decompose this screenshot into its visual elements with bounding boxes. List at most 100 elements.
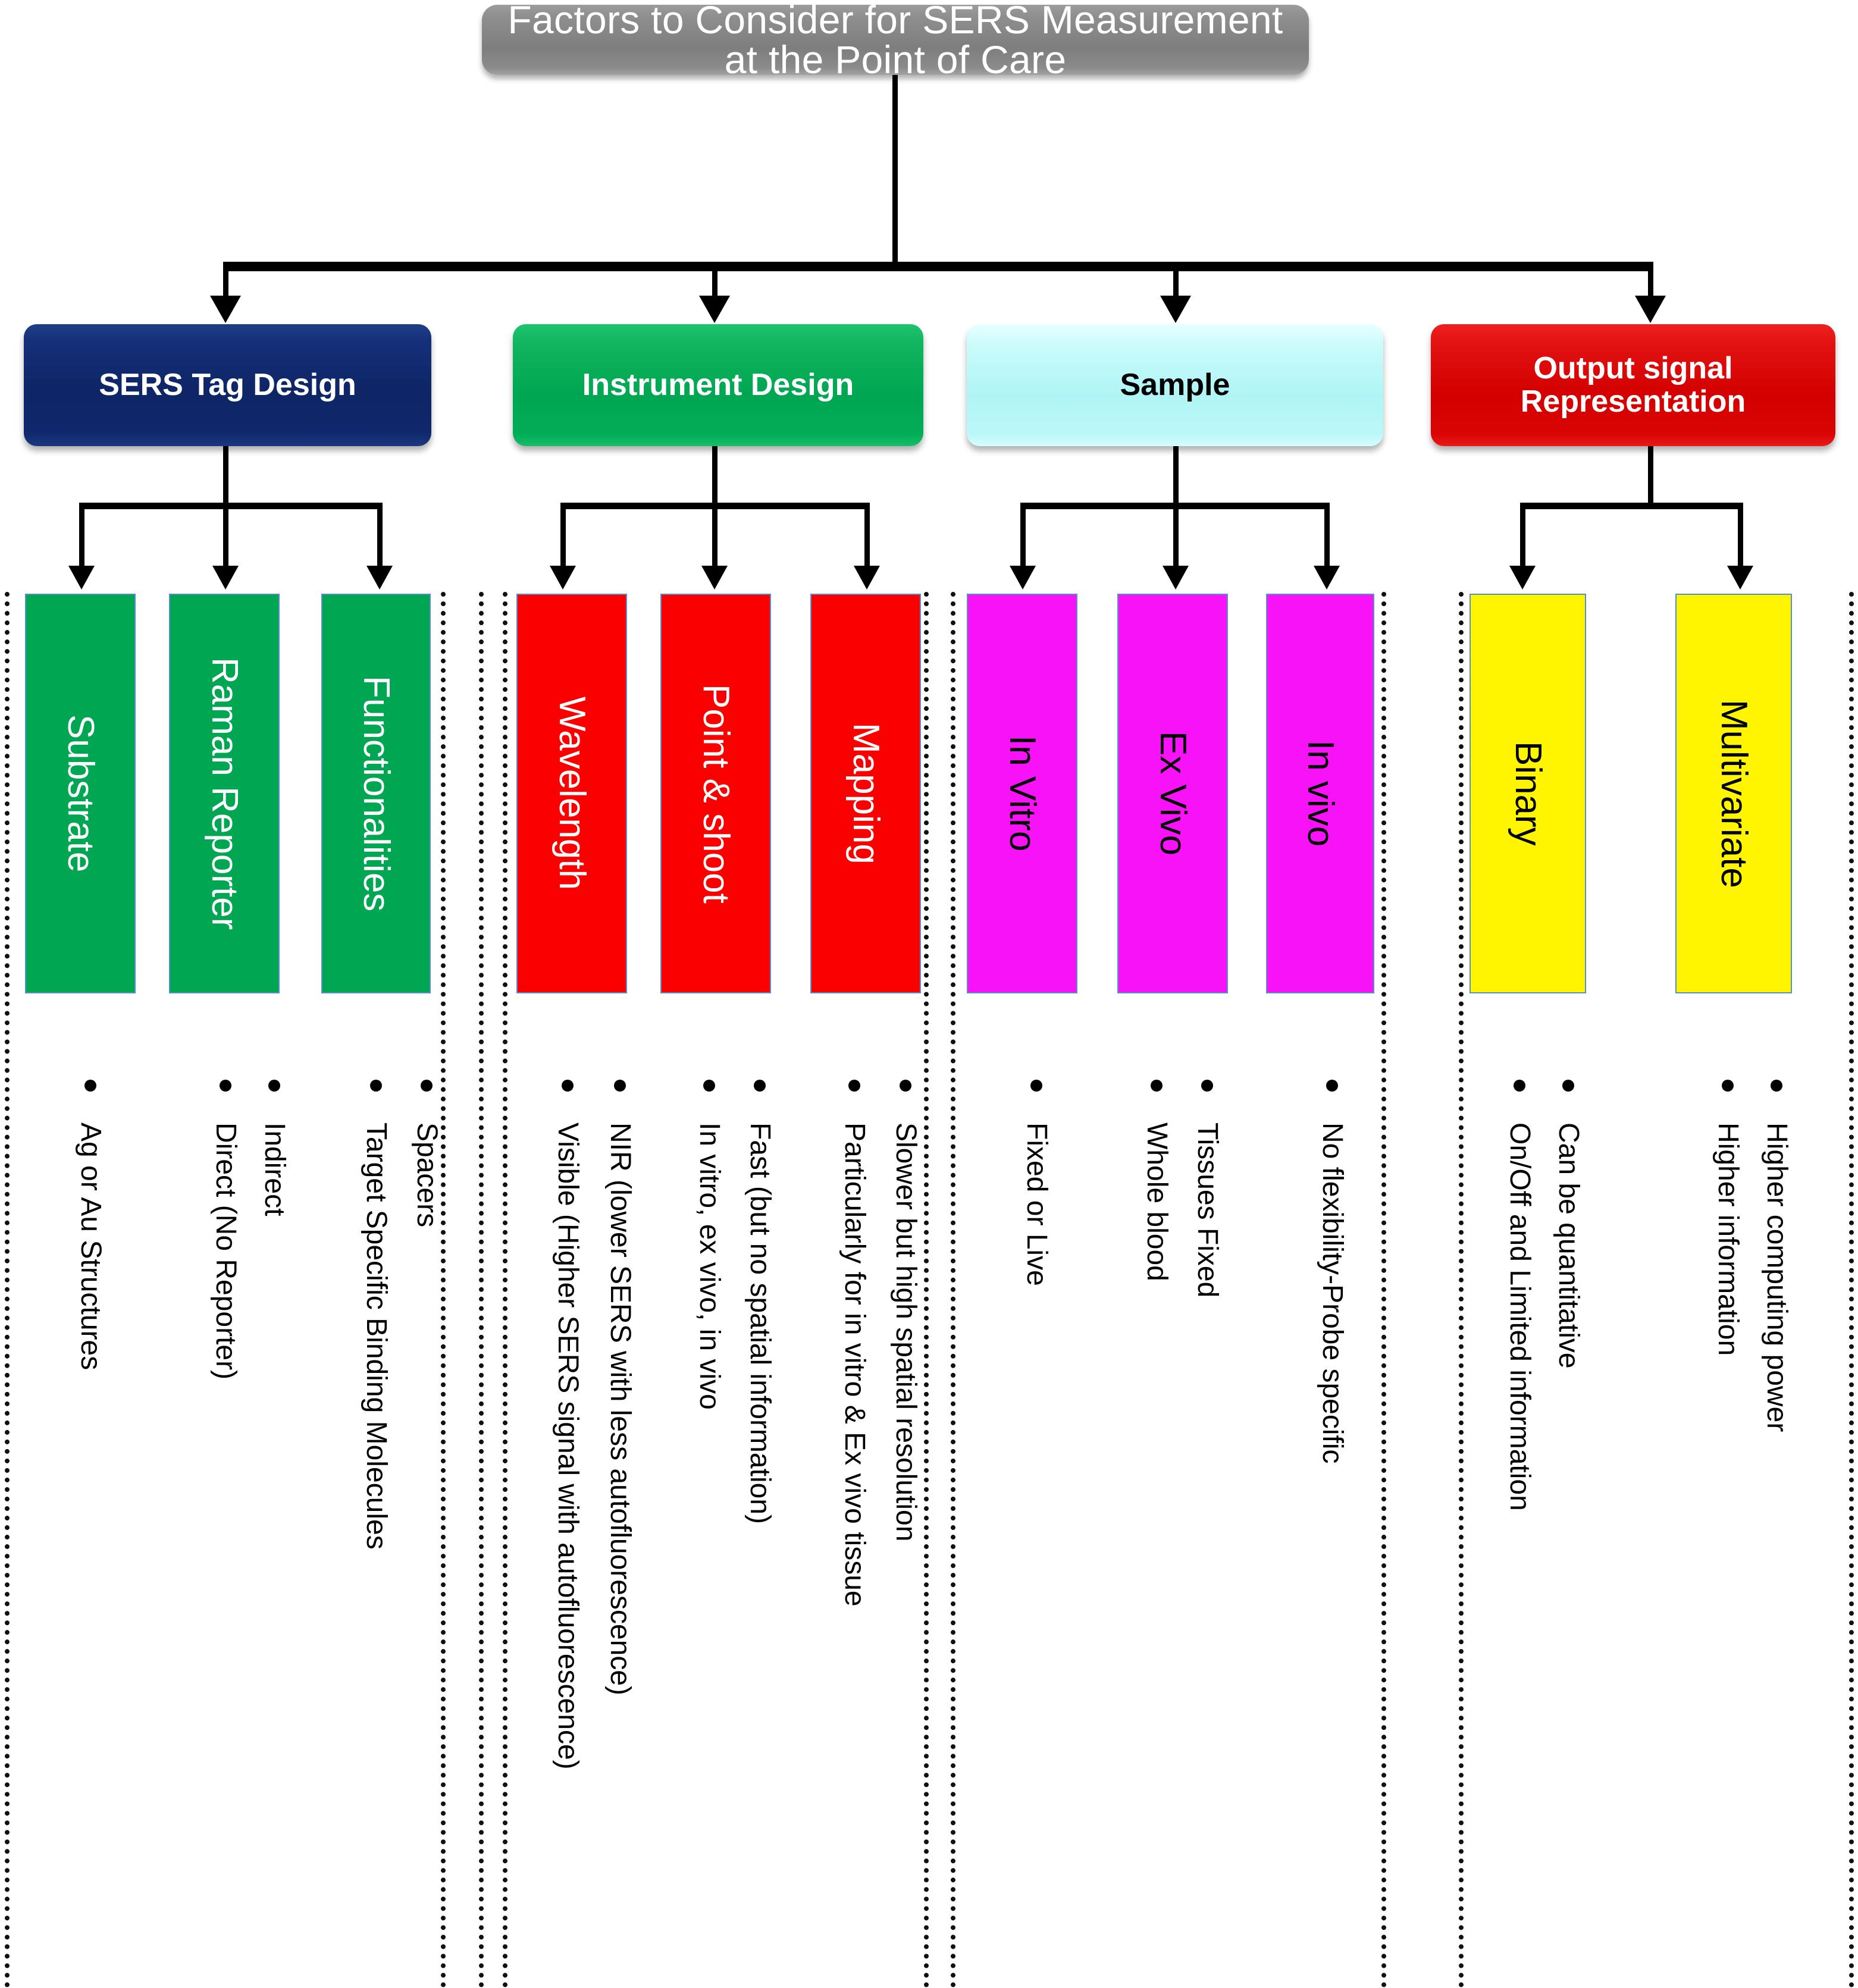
group1-stem [223, 446, 228, 506]
bullet-text: Particularly for in vitro & Ex vivo tiss… [839, 1122, 870, 1607]
group4-drop-2 [1738, 503, 1743, 567]
branch-box-sample[interactable]: Sample [967, 324, 1383, 446]
group1-drop-2 [223, 503, 228, 567]
list-item: Whole blood [1141, 1080, 1173, 1281]
group4-frame-left [1459, 592, 1464, 1988]
list-item: Visible (Higher SERS signal with autoflu… [552, 1080, 584, 1770]
bullet-dot [1514, 1080, 1525, 1092]
group1-drop-3 [377, 503, 383, 567]
bullet-text: Fast (but no spatial information) [744, 1122, 776, 1524]
branch-arrow-2 [699, 296, 730, 323]
level1-bus-bar [223, 262, 1653, 271]
page-title: Factors to Consider for SERS Measurement… [482, 0, 1309, 80]
list-item: Spacers [411, 1080, 443, 1228]
subbox-label: Mapping [845, 723, 886, 864]
bullet-text: In vitro, ex vivo, in vivo [694, 1122, 725, 1410]
subbox-label: In Vitro [1002, 735, 1043, 852]
bullet-dot [1771, 1080, 1782, 1092]
subbox-label: Substrate [60, 714, 101, 873]
subbox-multivariate[interactable]: Multivariate [1675, 594, 1792, 993]
group3-stem [1173, 446, 1179, 506]
bullet-text: Higher information [1712, 1122, 1744, 1356]
bullet-text: Tissues Fixed [1192, 1122, 1223, 1298]
group1-arrow-2 [212, 566, 239, 589]
bullet-dot [421, 1080, 433, 1092]
list-item: Slower but high spatial resolution [890, 1080, 922, 1541]
branch-box-sers-tag-design[interactable]: SERS Tag Design [24, 324, 431, 446]
bullet-text: NIR (lower SERS with less autofluorescen… [604, 1122, 636, 1696]
group4-bus [1520, 503, 1743, 509]
trunk-line [892, 75, 898, 266]
list-item: Fast (but no spatial information) [744, 1080, 776, 1524]
list-item: In vitro, ex vivo, in vivo [694, 1080, 725, 1410]
subbox-binary[interactable]: Binary [1470, 594, 1586, 993]
subbox-wavelength[interactable]: Wavelength [516, 594, 627, 993]
subbox-point-shoot[interactable]: Point & shoot [660, 594, 771, 993]
subbox-functionalities[interactable]: Functionalities [321, 594, 431, 993]
subbox-label: Binary [1508, 741, 1549, 846]
branch-box-instrument-design[interactable]: Instrument Design [513, 324, 923, 446]
list-item: Target Specific Binding Molecules [361, 1080, 392, 1550]
subbox-label: Wavelength [552, 697, 593, 890]
group1-bus [79, 503, 383, 509]
group1-frame-left [5, 592, 10, 1988]
bullet-dot [1562, 1080, 1574, 1092]
list-item: Indirect [259, 1080, 290, 1216]
branch-arrow-3 [1160, 296, 1191, 323]
group2-arrow-3 [854, 566, 880, 589]
bullet-text: Spacers [411, 1122, 443, 1228]
group2-drop-2 [712, 503, 717, 567]
bullet-text: Target Specific Binding Molecules [361, 1122, 392, 1550]
branch-drop-line-1 [223, 266, 228, 297]
subbox-substrate[interactable]: Substrate [25, 594, 136, 993]
bullet-dot [1151, 1080, 1163, 1092]
branch-drop-line-4 [1648, 266, 1653, 297]
list-item: Particularly for in vitro & Ex vivo tiss… [839, 1080, 870, 1607]
group3-drop-1 [1020, 503, 1026, 567]
group3-frame-left [951, 592, 955, 1988]
group2-frame-left [479, 592, 484, 1988]
group2-arrow-2 [701, 566, 728, 589]
list-item: No flexibility-Probe specific [1317, 1080, 1348, 1464]
group1-arrow-3 [366, 566, 393, 589]
list-item: Direct (No Reporter) [210, 1080, 242, 1380]
bullet-dot [220, 1080, 231, 1092]
subbox-mapping[interactable]: Mapping [810, 594, 921, 993]
group2-arrow-1 [550, 566, 576, 589]
bullet-dot [1030, 1080, 1042, 1092]
group4-drop-1 [1520, 503, 1525, 567]
bullet-dot [1326, 1080, 1338, 1092]
list-item: NIR (lower SERS with less autofluorescen… [604, 1080, 636, 1696]
group3-arrow-3 [1314, 566, 1340, 589]
branch-drop-line-2 [712, 266, 717, 297]
subbox-label: Multivariate [1713, 699, 1754, 888]
subbox-in-vitro[interactable]: In Vitro [967, 594, 1077, 993]
bullet-text: Ag or Au Structures [75, 1122, 106, 1371]
subbox-in-vivo[interactable]: In vivo [1266, 594, 1374, 993]
subbox-ex-vivo[interactable]: Ex Vivo [1117, 594, 1228, 993]
group2-drop-1 [560, 503, 566, 567]
branch-arrow-1 [210, 296, 241, 323]
bullet-text: Indirect [259, 1122, 290, 1216]
group3-drop-2 [1173, 503, 1179, 567]
group2-drop-3 [864, 503, 870, 567]
group1-arrow-1 [68, 566, 95, 589]
branch-arrow-4 [1635, 296, 1666, 323]
bullet-dot [370, 1080, 382, 1092]
group4-arrow-2 [1727, 566, 1753, 589]
list-item: Higher computing power [1761, 1080, 1793, 1432]
subbox-raman-reporter[interactable]: Raman Reporter [169, 594, 280, 993]
group3-arrow-1 [1010, 566, 1036, 589]
list-item: Can be quantitative [1553, 1080, 1584, 1369]
list-item: Fixed or Live [1021, 1080, 1052, 1286]
list-item: Higher information [1712, 1080, 1744, 1356]
group4-stem [1648, 446, 1653, 506]
subbox-label: Point & shoot [695, 683, 737, 904]
subbox-label: Ex Vivo [1152, 731, 1193, 856]
group2-frame-right [924, 592, 929, 1988]
bullet-text: Can be quantitative [1553, 1122, 1584, 1369]
bullet-dot [268, 1080, 280, 1092]
bullet-text: Direct (No Reporter) [210, 1122, 242, 1380]
branch-box-output-signal[interactable]: Output signal Representation [1431, 324, 1835, 446]
bullet-text: On/Off and Limited information [1504, 1122, 1536, 1511]
